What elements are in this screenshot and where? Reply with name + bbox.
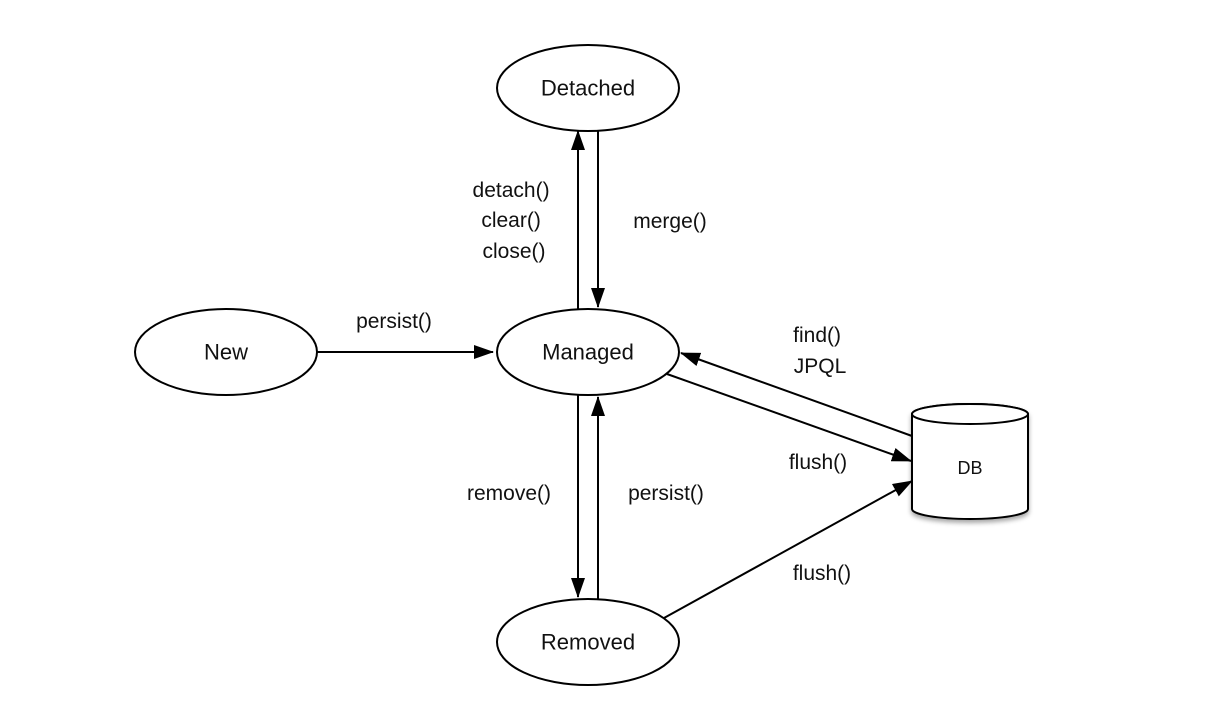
edge-removed-to-db bbox=[663, 480, 913, 619]
label-new-to-managed-persist: persist() bbox=[356, 310, 432, 333]
database-label: DB bbox=[957, 458, 982, 478]
label-detach: detach() bbox=[473, 179, 550, 202]
database-cylinder-top bbox=[911, 403, 1029, 425]
state-ellipse-removed bbox=[496, 598, 680, 686]
label-jpql: JPQL bbox=[794, 355, 847, 378]
database-node: DB bbox=[911, 403, 1029, 520]
label-managed-to-removed-remove: remove() bbox=[467, 482, 551, 505]
label-removed-to-db-flush: flush() bbox=[793, 562, 851, 585]
label-managed-to-detached: detach() clear() close() bbox=[473, 179, 556, 263]
edge-managed-to-db bbox=[666, 373, 912, 462]
state-node-managed: Managed bbox=[496, 308, 680, 396]
label-find: find() bbox=[793, 324, 841, 347]
state-label-managed: Managed bbox=[542, 340, 634, 365]
state-ellipse-new bbox=[134, 308, 318, 396]
edge-db-to-managed bbox=[680, 352, 913, 437]
label-managed-to-db-flush: flush() bbox=[789, 451, 847, 474]
label-db-to-managed: find() JPQL bbox=[793, 324, 847, 378]
label-removed-to-managed-persist: persist() bbox=[628, 482, 704, 505]
state-label-new: New bbox=[204, 340, 248, 365]
state-label-removed: Removed bbox=[541, 630, 635, 655]
state-label-detached: Detached bbox=[541, 76, 635, 101]
label-detached-to-managed-merge: merge() bbox=[633, 210, 707, 233]
state-node-removed: Removed bbox=[496, 598, 680, 686]
label-clear: clear() bbox=[481, 209, 541, 232]
label-close: close() bbox=[482, 240, 545, 263]
state-ellipse-detached bbox=[496, 44, 680, 132]
state-ellipse-managed bbox=[496, 308, 680, 396]
state-node-new: New bbox=[134, 308, 318, 396]
state-node-detached: Detached bbox=[496, 44, 680, 132]
